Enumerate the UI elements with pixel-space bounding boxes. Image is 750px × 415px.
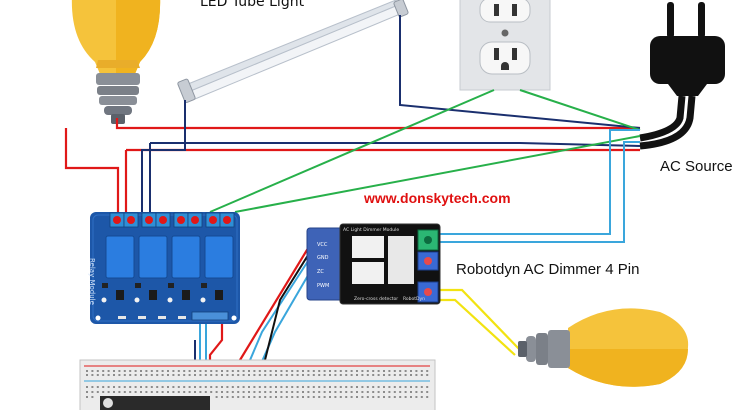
light-bulb-icon [71,0,161,124]
relay-module-side-text: Relay Module [88,258,96,305]
website-label: www.donskytech.com [364,190,511,206]
ac-plug-icon [639,2,725,150]
dimmer-module-icon [306,223,441,305]
green-wires [209,89,641,213]
dimmer-pin-gnd: GND [317,255,329,261]
led-tube-icon [177,0,409,103]
dimmer-pin-zc: ZC [317,269,324,275]
breadboard-icon [79,359,436,415]
dimmer-label: Robotdyn AC Dimmer 4 Pin [456,261,640,278]
dimmer-brand-text: RobotDyn [403,296,425,302]
led-tube-label: LED Tube Light [200,0,305,10]
relay-module-icon [90,212,240,324]
dimmer-header-text: AC Light Dimmer Module [343,227,399,233]
light-bulb-icon [518,308,689,387]
dimmer-pin-pwm: PWM [317,283,329,289]
dimmer-pin-vcc: VCC [317,242,328,248]
ac-source-label: AC Source [660,158,733,175]
yellow-wires [438,288,521,356]
wall-outlet-icon [459,0,551,91]
dimmer-footer-text: Zero-cross detector [354,296,398,302]
